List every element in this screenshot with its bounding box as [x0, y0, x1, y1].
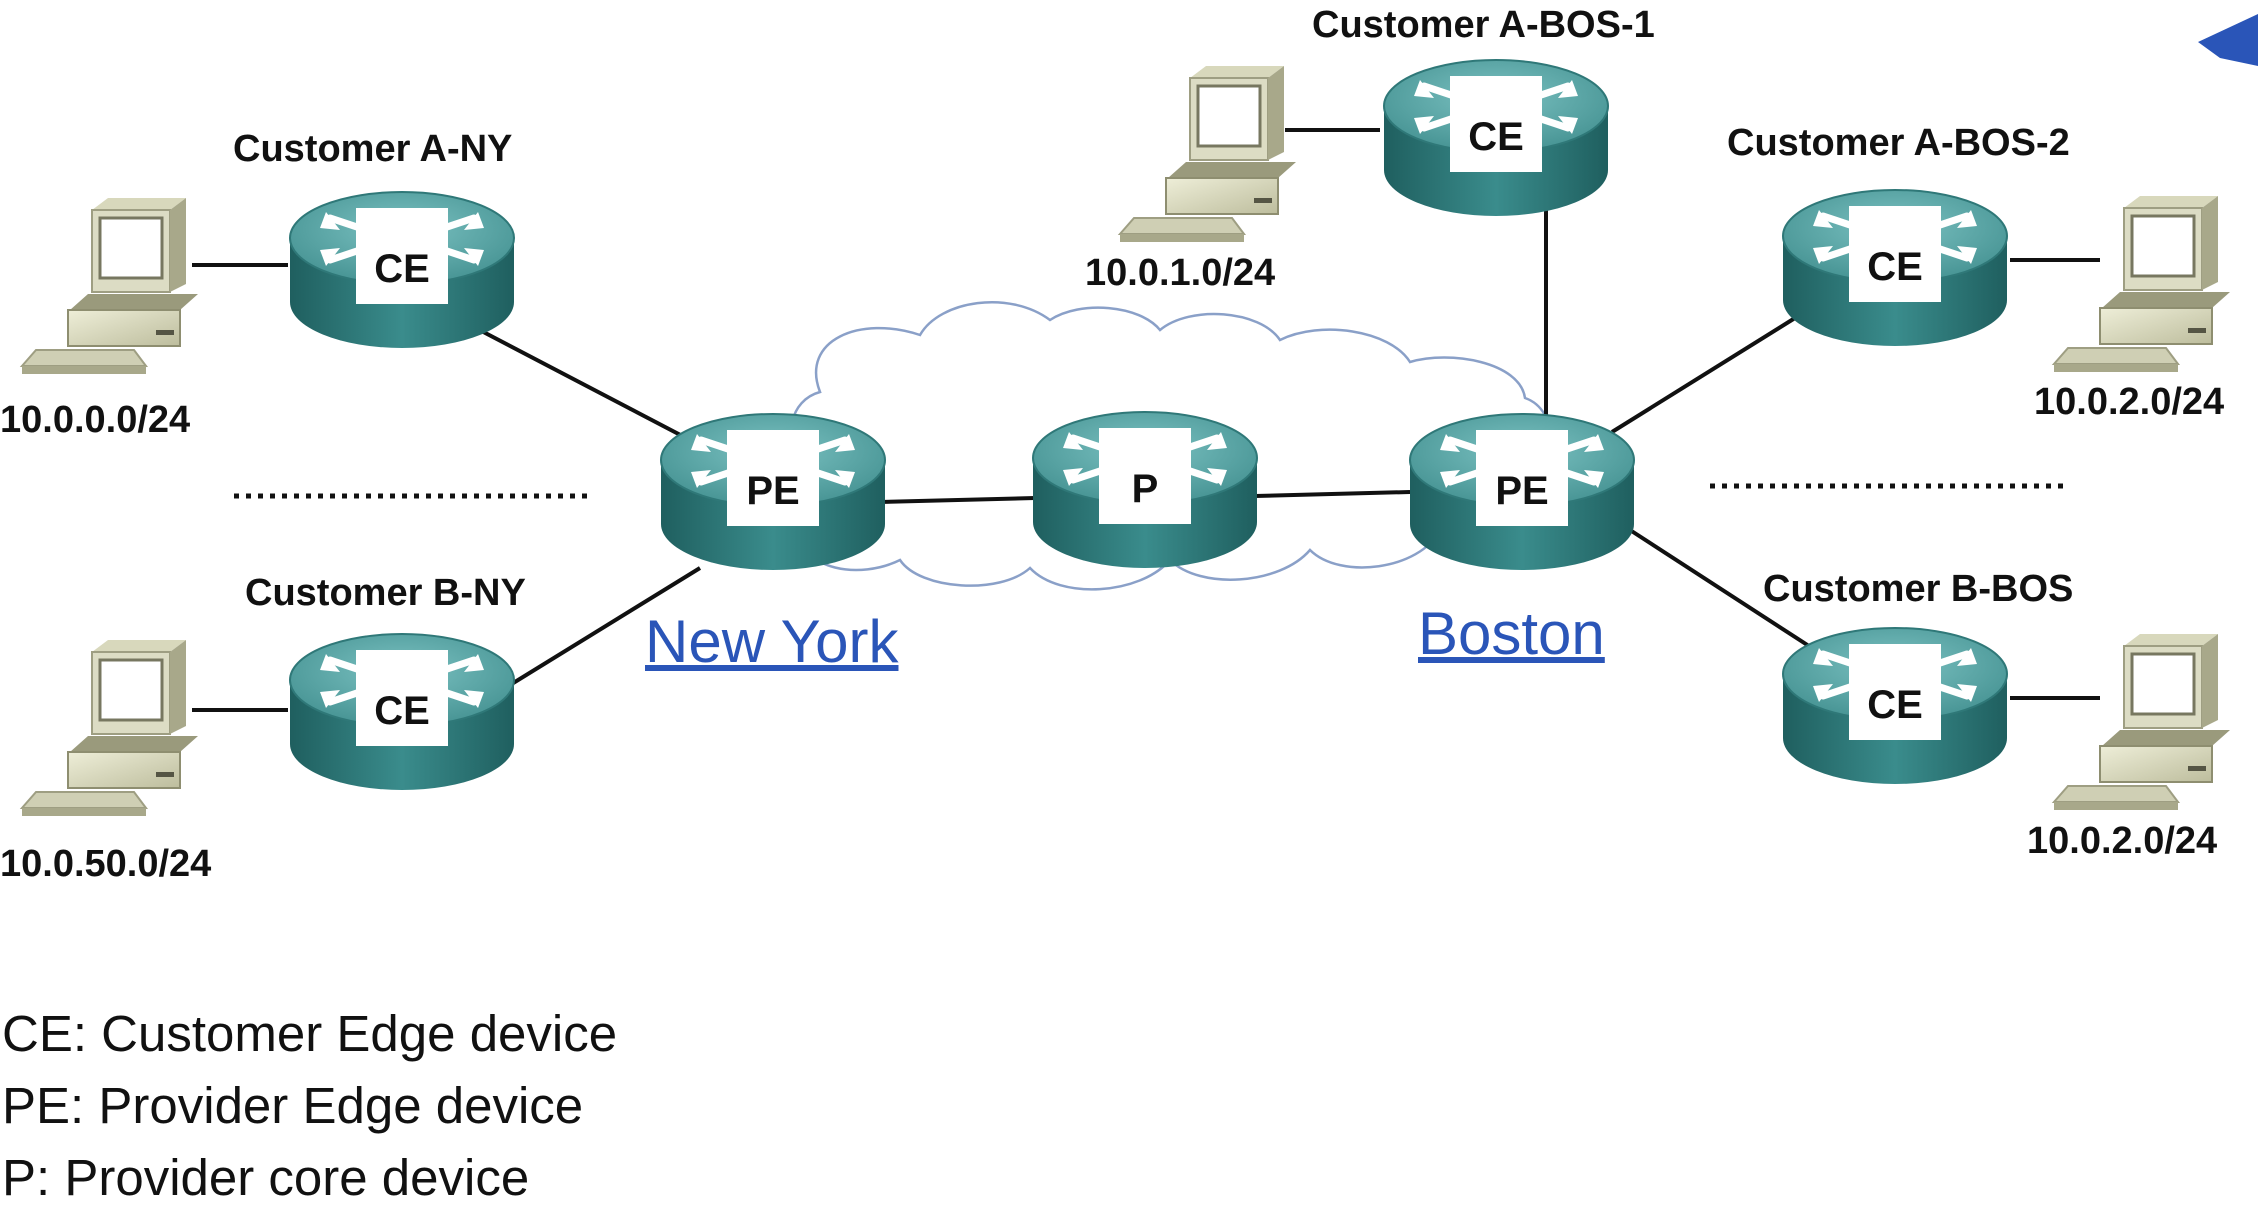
customer-label-b-ny: Customer B-NY [245, 572, 526, 614]
router-label-ce-a-ny: CE [374, 247, 430, 291]
subnet-label-b-bos: 10.0.2.0/24 [2027, 820, 2217, 862]
subnet-label-a-bos-1: 10.0.1.0/24 [1085, 252, 1275, 294]
router-label-ce-b-ny: CE [374, 689, 430, 733]
router-label-p-core: P [1132, 467, 1159, 511]
router-label-ce-a-bos-1: CE [1468, 115, 1524, 159]
subnet-label-a-ny: 10.0.0.0/24 [0, 399, 190, 441]
city-link-new-york[interactable]: New York [645, 608, 899, 675]
legend-p: P: Provider core device [2, 1149, 530, 1206]
router-label-pe-new-york: PE [746, 469, 799, 513]
customer-label-b-bos: Customer B-BOS [1763, 568, 2073, 610]
subnet-label-a-bos-2: 10.0.2.0/24 [2034, 381, 2224, 423]
legend-pe: PE: Provider Edge device [2, 1077, 584, 1134]
legend-ce: CE: Customer Edge device [2, 1005, 618, 1062]
arrow-fragment-icon [2198, 14, 2258, 66]
router-label-ce-b-bos: CE [1867, 683, 1923, 727]
router-label-pe-boston: PE [1495, 469, 1548, 513]
pc-icon-b-bos [2052, 632, 2232, 812]
customer-label-a-bos-1: Customer A-BOS-1 [1312, 4, 1655, 46]
pc-icon-b-ny [20, 638, 200, 818]
city-link-boston[interactable]: Boston [1418, 600, 1605, 667]
links [192, 128, 2100, 712]
customer-label-a-bos-2: Customer A-BOS-2 [1727, 122, 2070, 164]
router-label-ce-a-bos-2: CE [1867, 245, 1923, 289]
legend: CE: Customer Edge device PE: Provider Ed… [2, 998, 617, 1214]
customer-label-a-ny: Customer A-NY [233, 128, 512, 170]
pc-icon-a-ny [20, 196, 200, 376]
subnet-label-b-ny: 10.0.50.0/24 [0, 843, 211, 885]
pc-icon-a-bos-1 [1118, 64, 1298, 244]
pc-icon-a-bos-2 [2052, 194, 2232, 374]
